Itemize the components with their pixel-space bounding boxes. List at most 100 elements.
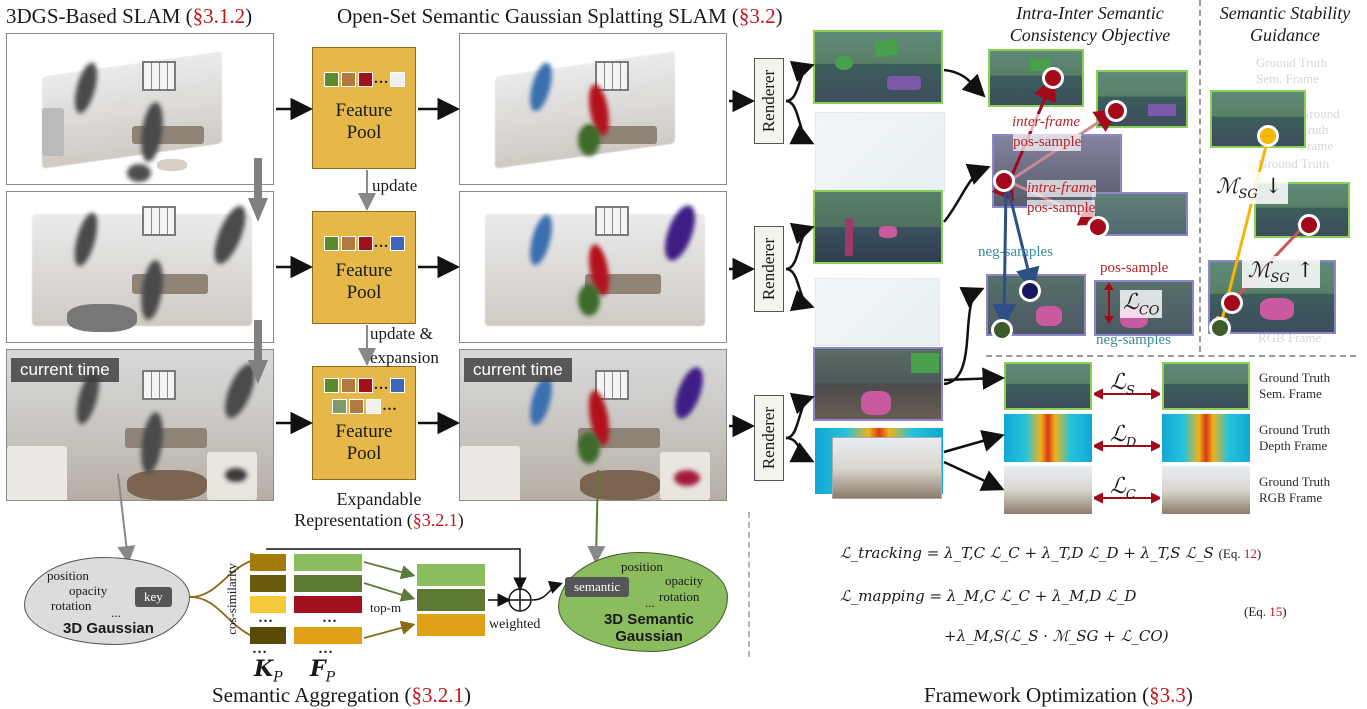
anchor-dot-c [993,170,1015,192]
loss-c-rendered-frame [1004,466,1092,514]
expandable-representation-label: Expandable Representation (§3.2.1) [294,489,464,530]
sem-gaussian-rotation: rotation [659,589,700,604]
pool-swatch [357,71,373,87]
pool-ellipsis: … [373,70,389,87]
pool-swatch [323,235,339,251]
loss-d-rendered-frame [1004,414,1092,462]
feature-dots: … [322,610,337,626]
time-arrow-2 [248,320,268,384]
msg-up-label: ℳSG ↑ [1242,256,1321,289]
key-dots-bottom: … [252,641,267,657]
pool-swatch [357,377,373,393]
pool-swatch [366,398,381,414]
loss-s-label: ℒS [1110,370,1135,399]
sem-gaussian-opacity: opacity [665,573,704,588]
scene-3dgs-t3: current time [6,349,274,501]
loss-co-label: ℒCO [1120,290,1163,319]
current-time-badge-left: current time [11,358,119,382]
pool-swatch [389,71,405,87]
title-3dgs-slam: 3DGS-Based SLAM (§3.1.2) [6,4,253,28]
loss-s-gt-frame [1162,362,1250,410]
pool-swatch [389,235,405,251]
positive-dot-b [1105,100,1127,122]
sem-gaussian-position: position [621,559,663,574]
renderer-1: Renderer [754,58,784,144]
pool-swatch [340,71,356,87]
scene-semantic-t2 [459,191,727,343]
loss-arrows [1094,388,1160,504]
divider-vertical [1199,0,1201,352]
key-tag: key [135,587,172,607]
feature-dots-bottom: … [318,641,333,657]
pos-sample-label-3: pos-sample [1100,260,1169,276]
pool-swatch [332,398,347,414]
inter-frame-label: inter-frame [1012,114,1081,131]
update-expansion-label: update &expansion [370,324,439,367]
gaussian-position: position [47,568,89,583]
loss-c-label: ℒC [1110,474,1136,503]
divider-horizontal [986,355,1356,357]
mapping-equation-line1: ℒ_mapping = λ_M,C ℒ_C + λ_M,D ℒ_D [840,587,1137,605]
gaussian-title: 3D Gaussian [63,620,154,637]
intra-frame-label: intra-frame [1027,180,1097,197]
pool-swatch [389,377,405,393]
rendered-semantic-frame-2 [813,190,943,264]
loss-d-gt-frame [1162,414,1250,462]
pool-swatch [349,398,364,414]
loss-d-label: ℒD [1110,422,1137,451]
weighted-label: weighted [489,617,541,632]
pool-ellipsis: … [373,376,389,393]
negative-dot-f [991,319,1013,341]
rendered-semantic-frame-1 [813,30,943,104]
positive-dot-d [1087,216,1109,238]
gaussian-rotation: rotation [51,598,92,613]
negative-dot-e [1019,280,1041,302]
consistency-frame-d [1092,192,1188,236]
kp-label: KP [254,656,283,686]
aggregated-block [417,614,485,636]
anchor-dot-a [1042,67,1064,89]
neg-samples-label-2: neg-samples [1096,332,1171,348]
semantic-gaussian-cloud: position opacity rotation ... semantic 3… [558,552,728,652]
pos-sample-label-1: pos-sample [1013,134,1082,151]
gaussian-cloud: position opacity rotation ... key 3D Gau… [24,557,190,645]
faint-legend-3: Ground Truth [1258,156,1330,171]
stability-dot-yellow [1257,125,1279,147]
semantic-tag: semantic [565,577,630,597]
framework-optimization-title: Framework Optimization (§3.3) [924,683,1193,707]
loss-s-rendered-frame [1004,362,1092,410]
feature-block [294,554,362,571]
renderer-3: Renderer [754,395,784,481]
msg-down-label: ℳSG ↓ [1210,172,1289,205]
pool-swatch [340,235,356,251]
loss-c-gt-frame [1162,466,1250,514]
pos-sample-label-2: pos-sample [1027,200,1096,217]
semantic-aggregation-title: Semantic Aggregation (§3.2.1) [212,683,471,707]
tracking-equation: ℒ_tracking = λ_T,C ℒ_C + λ_T,D ℒ_D + λ_T… [840,544,1262,562]
pool-swatch [357,235,373,251]
pool-ellipsis: … [373,234,389,251]
scene-3dgs-t1 [6,33,274,185]
key-block [250,554,286,571]
scene-3dgs-t2 [6,191,274,343]
rendered-faded-frame-1 [815,112,945,192]
rendered-semantic-frame-3 [813,347,943,421]
aggregated-block [417,589,485,611]
cos-similarity-label: cos-similarity [224,563,239,635]
stability-dot-green [1209,317,1231,339]
top-m-label: top-m [370,600,402,615]
update-label: update [372,176,418,195]
key-block [250,627,286,644]
gaussian-opacity: opacity [69,583,108,598]
